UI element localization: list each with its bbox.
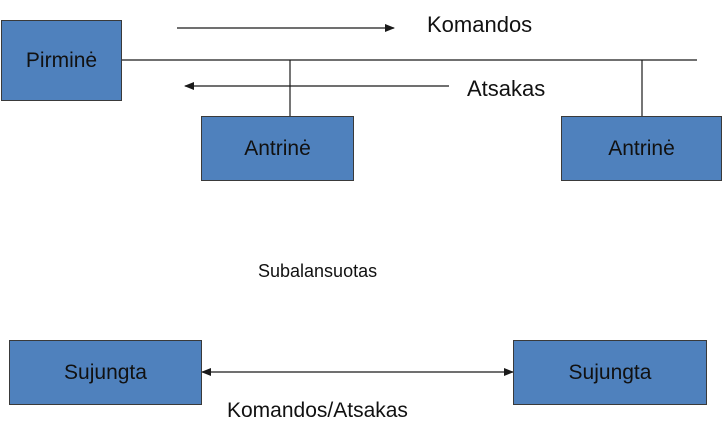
secondary-node-left-label: Antrinė	[244, 136, 311, 160]
linked-node-right: Sujungta	[513, 340, 707, 405]
command-label: Komandos	[427, 12, 533, 37]
secondary-node-right-label: Antrinė	[608, 136, 675, 160]
linked-node-right-label: Sujungta	[568, 360, 652, 384]
secondary-node-left: Antrinė	[201, 116, 354, 181]
secondary-node-right: Antrinė	[561, 116, 722, 181]
linked-node-left-label: Sujungta	[64, 360, 147, 384]
primary-node: Pirminė	[1, 20, 122, 101]
response-label: Atsakas	[467, 76, 546, 101]
primary-node-label: Pirminė	[25, 48, 98, 72]
balanced-label: Subalansuotas	[258, 261, 378, 281]
linked-node-left: Sujungta	[9, 340, 202, 405]
link-label: Komandos/Atsakas	[227, 399, 408, 422]
